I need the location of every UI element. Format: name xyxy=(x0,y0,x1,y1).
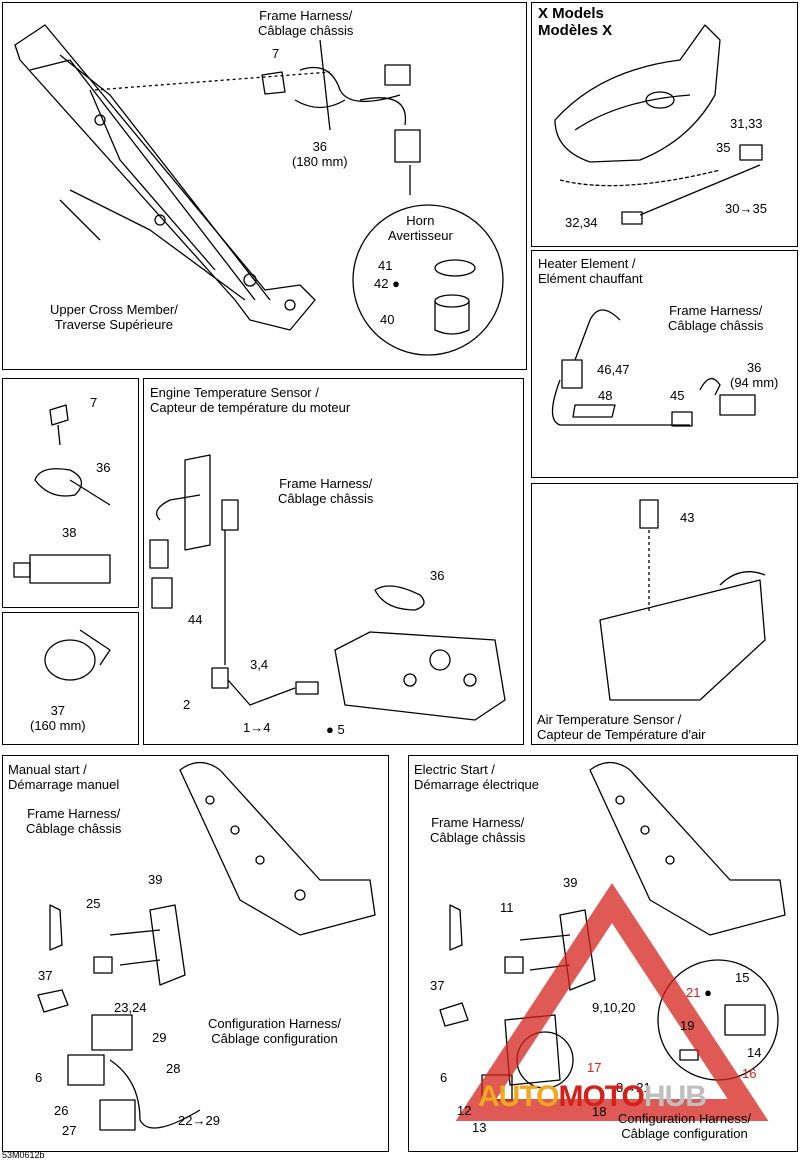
electric-part-14: 14 xyxy=(747,1045,762,1060)
upper-cross-member-label: Upper Cross Member/ Traverse Supérieure xyxy=(50,302,178,332)
electric-part-12: 12 xyxy=(457,1103,472,1118)
electric-part-11: 11 xyxy=(500,900,514,915)
frame-harness-label: Frame Harness/ Câblage châssis xyxy=(258,8,354,38)
manual-part-28: 28 xyxy=(166,1061,181,1076)
part-32-34: 32,34 xyxy=(565,215,598,230)
electric-part-19: 19 xyxy=(680,1018,695,1033)
electric-part-15: 15 xyxy=(735,970,750,985)
heater-panel xyxy=(531,250,798,478)
electric-part-37: 37 xyxy=(430,978,445,993)
air-temp-title: Air Temperature Sensor / Capteur de Temp… xyxy=(537,712,706,742)
x-models-panel xyxy=(531,2,798,247)
manual-start-title: Manual start / Démarrage manuel xyxy=(8,762,120,792)
part-35: 35 xyxy=(716,140,731,155)
upper-cross-member-drawing xyxy=(14,24,331,331)
part-31-33: 31,33 xyxy=(730,116,763,131)
part-43: 43 xyxy=(680,510,695,525)
electric-part-16: 16 xyxy=(742,1066,757,1081)
manual-start-panel xyxy=(2,755,389,1152)
part-1-4: 1→4 xyxy=(243,720,271,735)
hardware-part-38: 38 xyxy=(62,525,77,540)
hardware-part-7: 7 xyxy=(90,395,98,410)
engine-temp-panel xyxy=(143,378,524,745)
electric-part-21: 21 ● xyxy=(686,985,712,1000)
heater-title: Heater Element / Elément chauffant xyxy=(538,256,643,286)
engine-temp-title: Engine Temperature Sensor / Capteur de t… xyxy=(150,385,351,415)
part-41: 41 xyxy=(378,258,393,273)
hardware-panel xyxy=(2,378,139,608)
oil-drop-icon: ● xyxy=(704,985,712,1000)
manual-part-25: 25 xyxy=(86,896,101,911)
part-42: 42 ● xyxy=(374,276,400,291)
electric-config-harness-label: Configuration Harness/ Câblage configura… xyxy=(618,1111,751,1141)
watermark-triangle xyxy=(455,882,769,1121)
electric-part-17: 17 xyxy=(587,1060,602,1075)
part-30-35: 30→35 xyxy=(725,201,767,216)
part-3-4: 3,4 xyxy=(250,657,269,672)
part-7: 7 xyxy=(272,46,280,61)
part-45: 45 xyxy=(670,388,685,403)
watermark-text: AUTOMOTOHUB xyxy=(478,1080,707,1113)
part-2: 2 xyxy=(183,697,191,712)
part-5: ● 5 xyxy=(326,722,345,737)
electric-part-18: 18 xyxy=(592,1104,607,1119)
engine-frame-harness-label: Frame Harness/ Câblage châssis xyxy=(278,476,374,506)
manual-part-27: 27 xyxy=(62,1123,77,1138)
heater-frame-harness-label: Frame Harness/ Câblage châssis xyxy=(668,303,764,333)
manual-config-harness-label: Configuration Harness/ Câblage configura… xyxy=(208,1016,341,1046)
electric-part-6: 6 xyxy=(440,1070,448,1085)
manual-part-39: 39 xyxy=(148,872,163,887)
heater-part-36-label: 36 (94 mm) xyxy=(730,360,779,390)
electric-start-title: Electric Start / Démarrage électrique xyxy=(414,762,540,792)
electric-frame-harness-label: Frame Harness/ Câblage châssis xyxy=(430,815,526,845)
manual-part-26: 26 xyxy=(54,1103,69,1118)
manual-part-6: 6 xyxy=(35,1070,43,1085)
electric-part-13: 13 xyxy=(472,1120,487,1135)
part-36-label: 36 (180 mm) xyxy=(292,139,348,169)
frame-panel xyxy=(2,2,527,370)
x-models-title: X Models Modèles X xyxy=(538,5,613,39)
part-46-47: 46,47 xyxy=(597,362,630,377)
manual-part-37: 37 xyxy=(38,968,53,983)
engine-part-36: 36 xyxy=(430,568,445,583)
clamp-part-37-label: 37 (160 mm) xyxy=(30,703,86,733)
electric-part-39: 39 xyxy=(563,875,578,890)
hardware-part-36: 36 xyxy=(96,460,111,475)
manual-frame-harness-label: Frame Harness/ Câblage châssis xyxy=(26,806,122,836)
drawing-code: 53M0612b xyxy=(2,1150,45,1160)
part-40: 40 xyxy=(380,312,395,327)
manual-part-29: 29 xyxy=(152,1030,167,1045)
horn-detail-circle xyxy=(352,204,504,356)
electric-part-9-10-20: 9,10,20 xyxy=(592,1000,636,1015)
clamp-panel xyxy=(2,612,139,745)
part-48: 48 xyxy=(598,388,613,403)
x-models-seat-drawing xyxy=(554,24,763,225)
horn-label: Horn Avertisseur xyxy=(388,213,453,243)
electric-part-8-21: 8→21 xyxy=(616,1080,651,1095)
air-temp-panel xyxy=(531,483,798,745)
manual-part-22-29: 22→29 xyxy=(178,1113,220,1128)
manual-part-23-24: 23,24 xyxy=(114,1000,147,1015)
part-44: 44 xyxy=(188,612,203,627)
oil-drop-icon: ● xyxy=(326,722,334,737)
oil-drop-icon: ● xyxy=(392,276,400,291)
